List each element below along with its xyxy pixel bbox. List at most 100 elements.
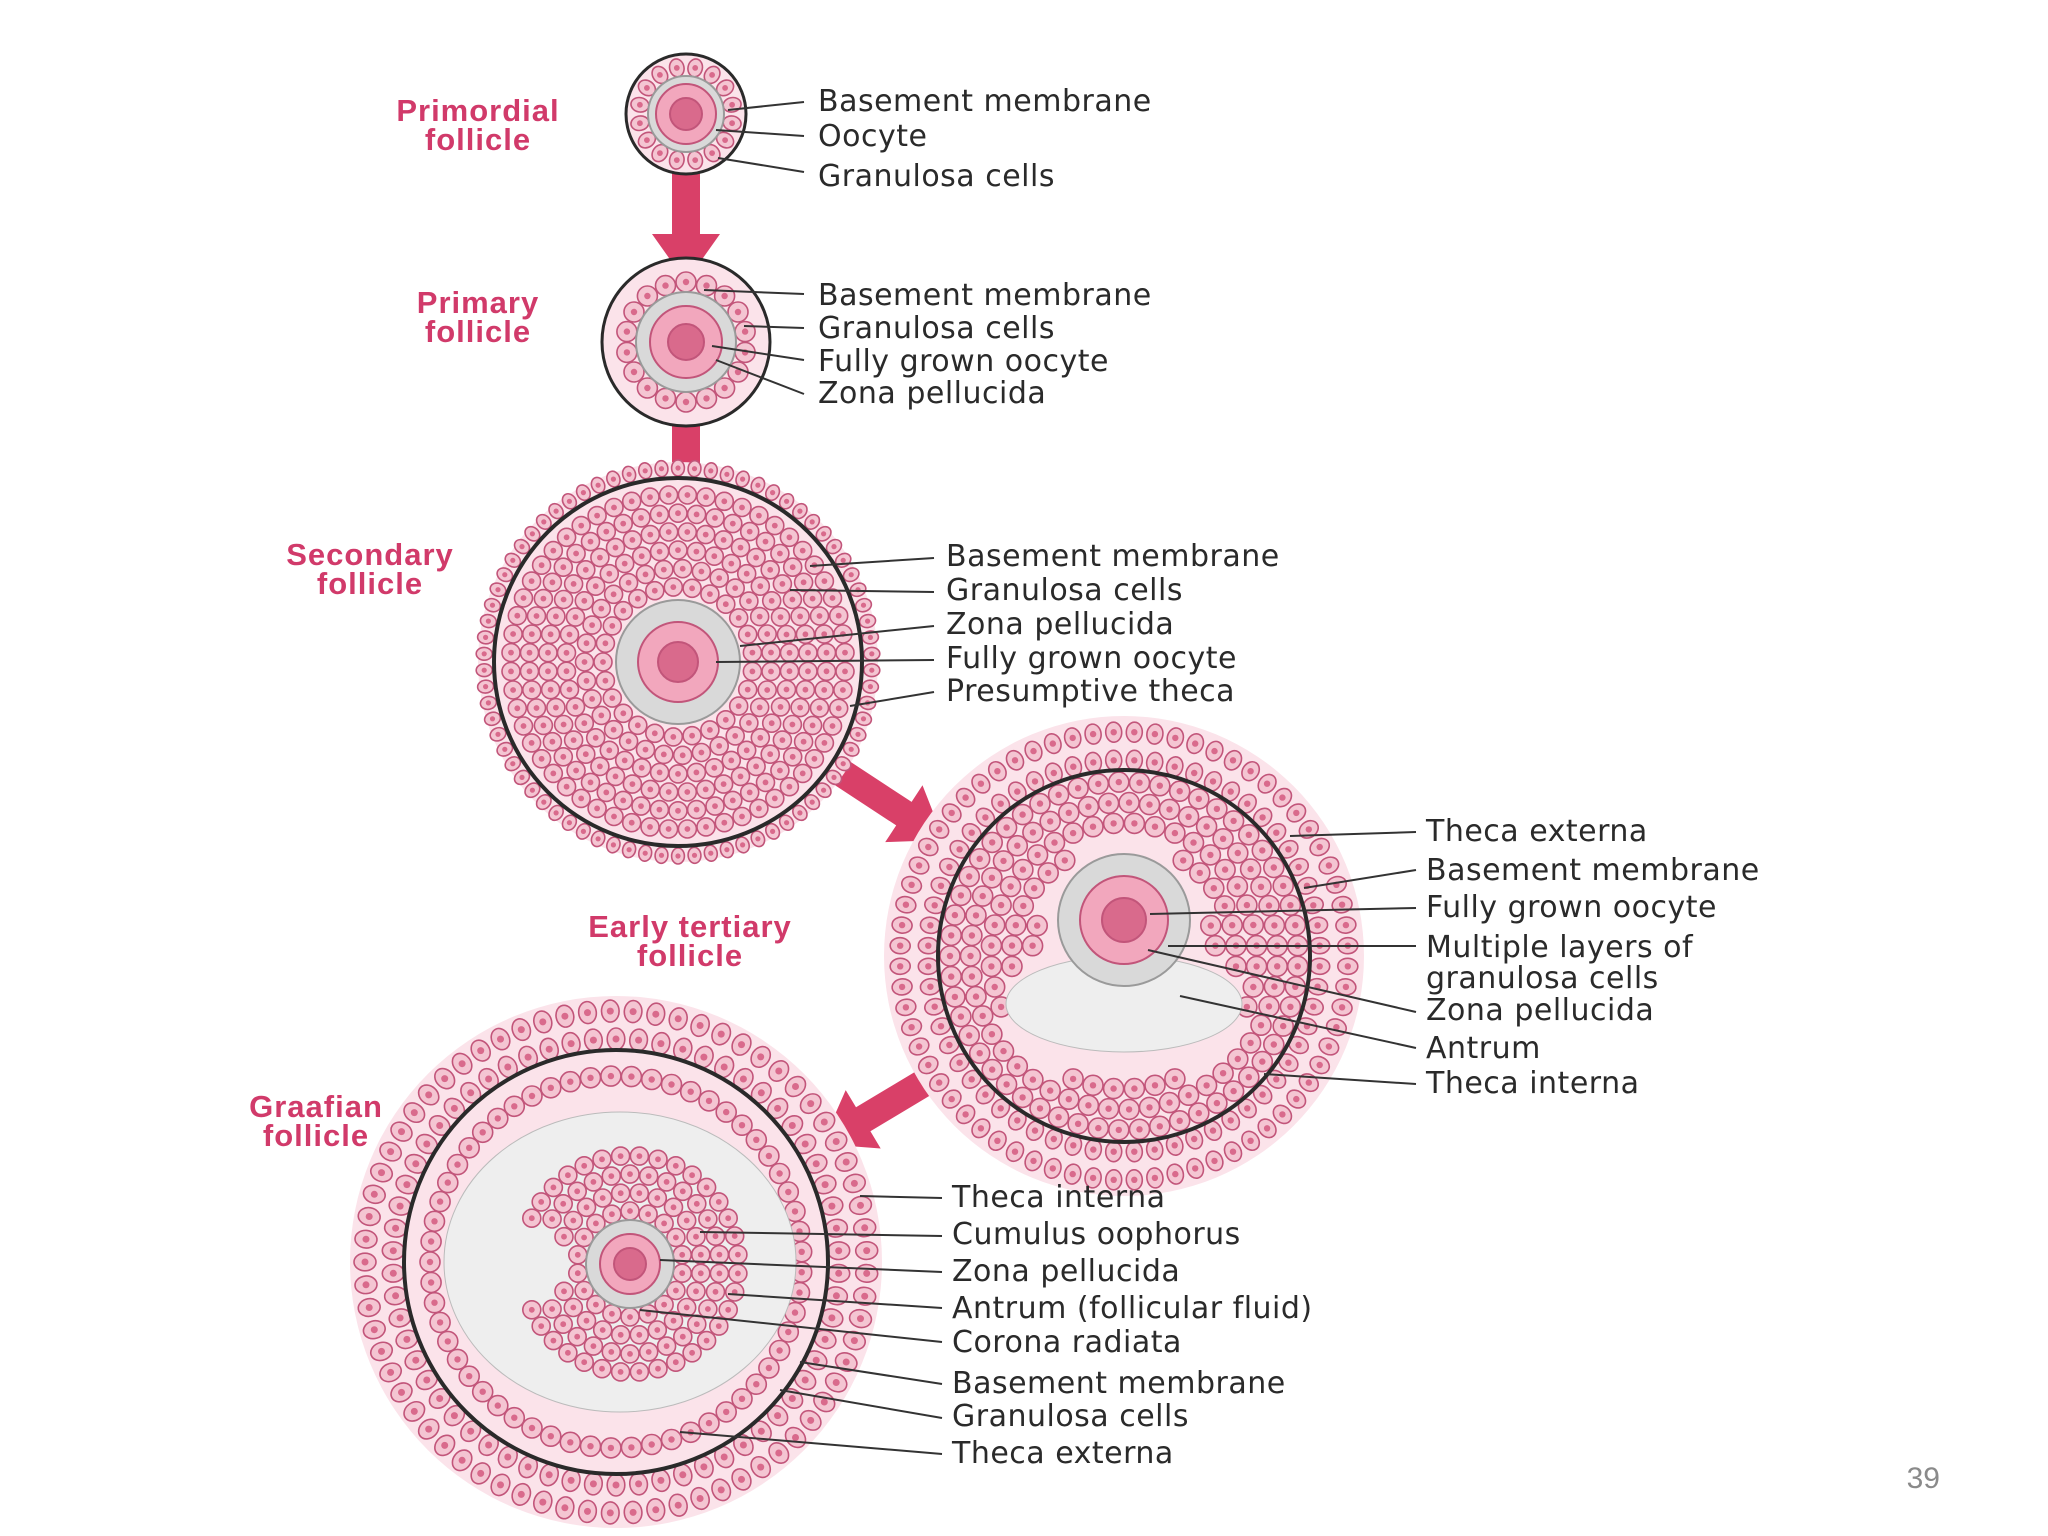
cell-nucleus: [1069, 734, 1076, 742]
cell-nucleus: [867, 684, 874, 690]
cell-nucleus: [607, 1444, 615, 1452]
leader-line: [789, 589, 935, 593]
cell-nucleus: [1061, 857, 1069, 864]
cell-nucleus: [757, 1089, 765, 1097]
cell-nucleus: [946, 863, 953, 871]
cell-nucleus: [744, 686, 751, 693]
cell-nucleus: [635, 1036, 643, 1044]
oocyte-nucleus: [657, 641, 699, 683]
cell-nucleus: [1245, 1074, 1253, 1081]
label-basement-membrane: Basement membrane: [946, 539, 1280, 574]
cell-nucleus: [387, 1148, 395, 1156]
cell-nucleus: [812, 1356, 820, 1364]
cell-nucleus: [774, 1104, 782, 1112]
cell-nucleus: [647, 824, 653, 830]
cell-nucleus: [581, 720, 588, 727]
cell-nucleus: [867, 634, 874, 641]
cell-nucleus: [528, 1092, 536, 1100]
cell-nucleus: [902, 901, 910, 908]
cell-nucleus: [860, 602, 867, 608]
cell-nucleus: [638, 803, 644, 809]
cell-nucleus: [684, 492, 691, 498]
cell-nucleus: [684, 826, 691, 832]
cell-nucleus: [502, 746, 508, 752]
cell-nucleus: [541, 799, 547, 805]
leader-line: [659, 1259, 943, 1273]
cell-nucleus: [670, 1204, 677, 1211]
cell-nucleus: [652, 1010, 660, 1018]
cell-nucleus: [1034, 922, 1041, 929]
cell-nucleus: [840, 761, 846, 767]
cell-nucleus: [1089, 1082, 1097, 1089]
leader-line: [743, 325, 805, 329]
cell-nucleus: [1012, 922, 1019, 929]
cell-nucleus: [566, 686, 573, 693]
cell-nucleus: [652, 1506, 660, 1514]
cell-nucleus: [828, 1202, 836, 1210]
cell-nucleus: [495, 587, 501, 593]
cell-nucleus: [1074, 785, 1082, 792]
cell-nucleus: [1131, 1085, 1138, 1092]
cell-nucleus: [703, 1337, 710, 1344]
cell-nucleus: [599, 1156, 605, 1163]
cell-nucleus: [925, 942, 932, 949]
cell-nucleus: [1274, 963, 1281, 970]
cell-nucleus: [716, 575, 723, 581]
cell-nucleus: [848, 746, 854, 752]
oocyte-nucleus: [613, 1247, 647, 1281]
cell-nucleus: [1085, 803, 1092, 810]
cell-nucleus: [757, 1427, 765, 1435]
cell-nucleus: [1051, 839, 1058, 846]
cell-nucleus: [673, 1287, 679, 1294]
cell-nucleus: [1003, 1081, 1010, 1088]
cell-nucleus: [675, 547, 681, 553]
cell-nucleus: [623, 349, 631, 356]
cell-nucleus: [656, 511, 663, 518]
cell-nucleus: [610, 726, 617, 733]
leader-line: [779, 1389, 943, 1419]
cell-nucleus: [1047, 818, 1054, 825]
cell-nucleus: [1030, 1157, 1037, 1165]
cell-nucleus: [721, 819, 728, 826]
cell-nucleus: [811, 755, 818, 762]
cell-nucleus: [1325, 1043, 1333, 1050]
cell-nucleus: [821, 687, 828, 693]
cell-nucleus: [902, 1004, 910, 1011]
cell-nucleus: [629, 781, 636, 787]
cell-nucleus: [1050, 1135, 1058, 1143]
cell-nucleus: [378, 1169, 385, 1177]
leader-line: [727, 101, 805, 111]
cell-nucleus: [716, 743, 723, 749]
cell-nucleus: [673, 1234, 679, 1241]
cell-nucleus: [647, 494, 653, 500]
title-line: follicle: [636, 938, 744, 973]
cell-nucleus: [598, 605, 605, 612]
cell-nucleus: [1151, 1174, 1159, 1182]
cell-nucleus: [362, 1281, 370, 1289]
leader-line: [859, 1195, 943, 1199]
cell-nucleus: [908, 1023, 915, 1031]
cell-nucleus: [1310, 902, 1317, 909]
cell-nucleus: [755, 482, 761, 488]
cell-nucleus: [655, 1156, 661, 1163]
cell-nucleus: [673, 65, 680, 71]
cell-nucleus: [679, 1333, 686, 1340]
cell-nucleus: [679, 752, 686, 759]
cell-nucleus: [494, 1402, 501, 1409]
cell-nucleus: [567, 1040, 575, 1048]
cell-nucleus: [765, 1364, 773, 1372]
cell-nucleus: [831, 774, 837, 781]
cell-nucleus: [835, 1247, 843, 1255]
cell-nucleus: [485, 1075, 493, 1083]
cell-nucleus: [620, 520, 627, 527]
cell-nucleus: [835, 1269, 843, 1277]
cell-nucleus: [1270, 864, 1278, 871]
cell-nucleus: [732, 585, 739, 591]
cell-nucleus: [848, 572, 854, 578]
cell-nucleus: [1210, 885, 1218, 892]
cell-nucleus: [1273, 829, 1280, 836]
cell-nucleus: [948, 973, 955, 980]
cell-nucleus: [1070, 1142, 1077, 1149]
cell-nucleus: [561, 1233, 567, 1240]
cell-nucleus: [644, 292, 651, 300]
